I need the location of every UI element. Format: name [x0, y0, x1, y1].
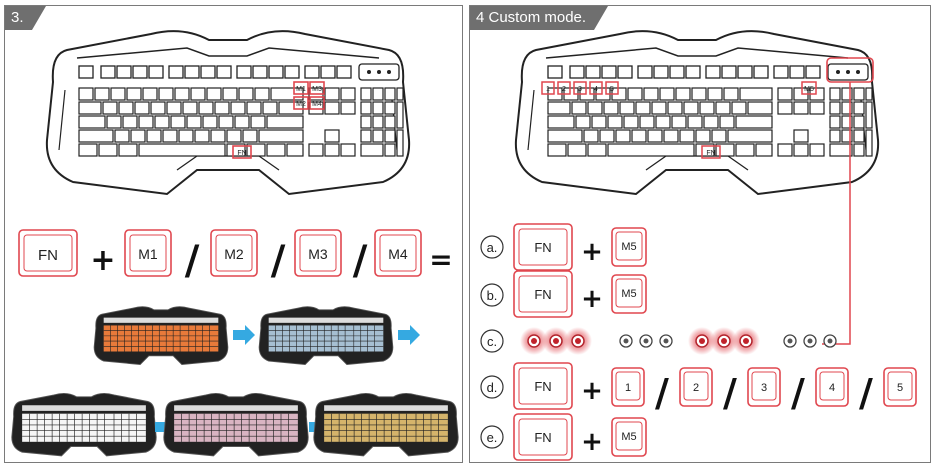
right-panel: 4 Custom mode. 1 2 3 4 5 M5 FN a. [469, 5, 931, 463]
keyboard-spectrum-image [313, 392, 459, 457]
kb-label-m4: M4 [312, 101, 322, 108]
m3-key-label: M3 [308, 246, 328, 262]
plus-sign: + [581, 237, 603, 267]
number-key-5: 5 [883, 367, 917, 407]
kb-label-4: 4 [594, 86, 598, 93]
indicator-light-off [659, 334, 673, 348]
indicator-light-on [520, 327, 548, 355]
indicator-light-off [823, 334, 837, 348]
kb-label-fn: FN [706, 150, 715, 157]
kb-label-m1: M1 [296, 86, 306, 93]
separator-slash: / [859, 371, 873, 415]
plus-sign: + [581, 376, 603, 406]
indicator-light-on [564, 327, 592, 355]
fn-key-label: FN [534, 287, 551, 302]
step-letter: a. [487, 240, 498, 255]
number-keys: 1 / 2 / 3 / 4 / 5 [611, 367, 917, 415]
m5-key-label: M5 [621, 288, 636, 300]
left-illustration: M1 M3 M2 M4 FN FN + M1 / [11, 30, 459, 457]
step-letter: c. [487, 334, 497, 349]
section-title: 4 Custom mode. [476, 9, 587, 26]
arrow-right-icon [398, 325, 420, 345]
plus-sign: + [90, 243, 115, 278]
arrow-right-icon [233, 325, 255, 345]
step-c: c. [480, 327, 837, 355]
number-key-1: 1 [611, 367, 645, 407]
indicator-light-off [619, 334, 633, 348]
m4-key-label: M4 [388, 246, 408, 262]
fn-key-label: FN [534, 379, 551, 394]
fn-key-label: FN [534, 430, 551, 445]
step-letter: e. [487, 430, 498, 445]
section-tag: 4 Custom mode. [470, 6, 609, 30]
number-key-3: 3 [747, 367, 781, 407]
keyboard-diagram [45, 30, 411, 195]
indicator-light-off [639, 334, 653, 348]
indicator-light-on [732, 327, 760, 355]
step-e: e. FN + M5 [480, 413, 647, 461]
kb-label-5: 5 [610, 86, 614, 93]
backlight-mode-sequence [11, 306, 459, 457]
number-key-4: 4 [815, 367, 849, 407]
keyboard-rainbow-image [93, 306, 229, 365]
number-key-label: 2 [693, 382, 699, 394]
kb-label-3: 3 [578, 86, 582, 93]
number-key-label: 1 [625, 382, 631, 394]
fn-key-label: FN [38, 247, 58, 264]
m4-key: M4 [374, 229, 422, 277]
step-letter: d. [487, 380, 498, 395]
m2-key: M2 [210, 229, 258, 277]
separator-slash: / [791, 371, 805, 415]
keyboard-white-image [11, 392, 157, 457]
fn-key-label: FN [534, 240, 551, 255]
indicator-light-off [783, 334, 797, 348]
section-tag: 3. [5, 6, 45, 30]
m5-key-label: M5 [621, 431, 636, 443]
indicator-lights-row [520, 327, 837, 355]
left-panel: 3. M1 M3 M2 M4 FN FN + M1 [4, 5, 463, 463]
separator-slash: / [655, 371, 669, 415]
fn-key: FN [18, 229, 78, 277]
macro-key-highlights: M1 M3 M2 M4 FN [232, 81, 325, 159]
separator-slash: / [353, 238, 368, 284]
indicator-light-on [688, 327, 716, 355]
plus-sign: + [581, 427, 603, 457]
step-letter: b. [487, 288, 498, 303]
key-combo: FN + M1 / M2 / M3 / [18, 229, 453, 284]
separator-slash: / [723, 371, 737, 415]
keyboard-breathing-image [163, 392, 309, 457]
number-key-label: 4 [829, 382, 835, 394]
section-number: 3. [11, 9, 24, 26]
number-key-label: 5 [897, 382, 903, 394]
step-a: a. FN + M5 [480, 223, 647, 271]
right-illustration: 1 2 3 4 5 M5 FN a. FN + M5 [480, 30, 917, 461]
step-d: d. FN + 1 / 2 / 3 / 4 / 5 [480, 362, 917, 415]
step-b: b. FN + M5 [480, 270, 647, 318]
indicator-light-on [710, 327, 738, 355]
equals-sign: = [429, 243, 452, 276]
indicator-light-on [542, 327, 570, 355]
number-key-2: 2 [679, 367, 713, 407]
kb-label-2: 2 [562, 86, 566, 93]
kb-label-1: 1 [546, 86, 550, 93]
m3-key: M3 [294, 229, 342, 277]
plus-sign: + [581, 284, 603, 314]
m1-key-label: M1 [138, 246, 158, 262]
kb-label-m2: M2 [296, 101, 306, 108]
kb-label-m3: M3 [312, 86, 322, 93]
kb-label-m5: M5 [804, 86, 814, 93]
separator-slash: / [271, 238, 286, 284]
keyboard-diagram [514, 30, 880, 195]
m1-key: M1 [124, 229, 172, 277]
m5-key-label: M5 [621, 241, 636, 253]
m2-key-label: M2 [224, 246, 244, 262]
keyboard-wave-image [258, 306, 394, 365]
number-key-label: 3 [761, 382, 767, 394]
kb-label-fn: FN [237, 150, 246, 157]
separator-slash: / [185, 238, 200, 284]
indicator-light-off [803, 334, 817, 348]
